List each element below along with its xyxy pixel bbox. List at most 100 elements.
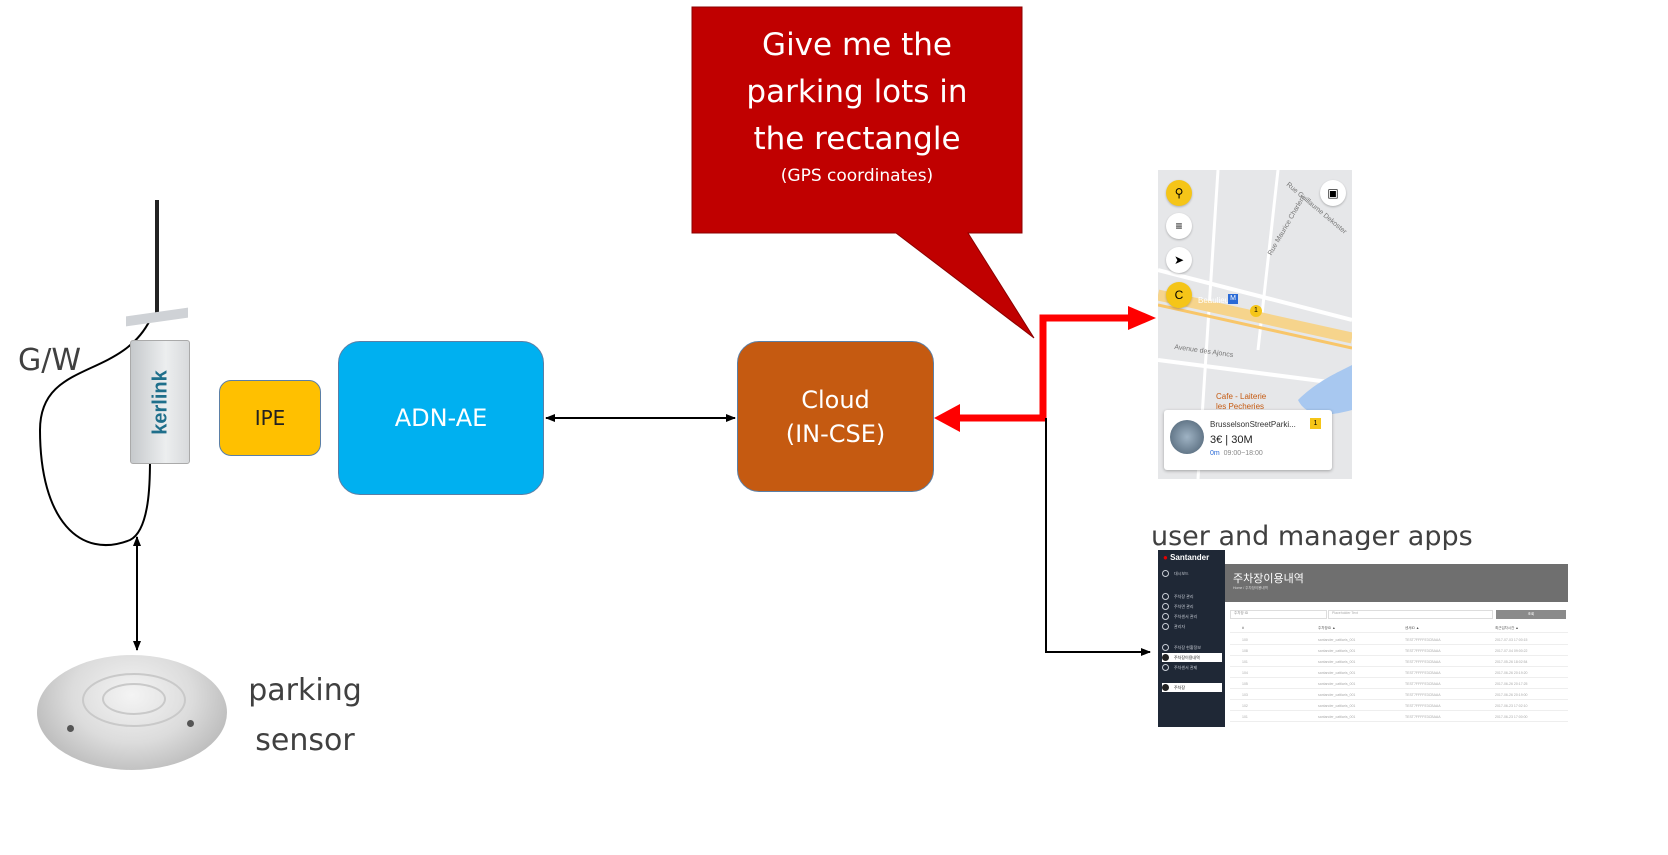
- table-cell: 2017-06-26 20:17:25: [1495, 682, 1528, 686]
- sidebar-item-label: 주차센서 관제: [1174, 664, 1198, 670]
- sidebar-item-label: 관리자: [1174, 623, 1186, 629]
- table-row[interactable]: 108 santander_cattiaris_001 TEST7FFFFE3CBA…: [1230, 647, 1568, 656]
- sidebar-item-9[interactable]: 주차장: [1162, 683, 1222, 692]
- gateway-cable: [38, 319, 151, 546]
- sidebar-item-label: 주차장 관리: [1174, 593, 1194, 599]
- antenna: [155, 200, 159, 320]
- dashboard-title: 주차장이용내역: [1233, 572, 1304, 585]
- dashboard-banner: 주차장이용내역 Home / 주차장이용내역: [1225, 564, 1568, 602]
- circle-icon: [1162, 654, 1169, 661]
- search-button-label: 조회: [1527, 612, 1535, 616]
- filter-select[interactable]: 주차장 ID: [1230, 610, 1327, 619]
- table-cell: 101: [1242, 660, 1248, 664]
- table-cell: 100: [1242, 638, 1248, 642]
- adn-ae-label: ADN-AE: [394, 404, 488, 432]
- kerlink-logo: kerlink: [149, 370, 172, 435]
- sensor-label-line2: sensor: [255, 723, 355, 758]
- parking-card[interactable]: BrusselsonStreetParki... 1 3€ | 30M 0m 0…: [1164, 410, 1332, 470]
- dashboard-arrow: [1045, 418, 1151, 656]
- search-button[interactable]: 조회: [1496, 610, 1566, 619]
- dashboard-breadcrumb: Home / 주차장이용내역: [1233, 586, 1268, 590]
- sidebar-item-label: 대시보드: [1174, 570, 1189, 576]
- request-arrow: [955, 314, 1134, 422]
- column-header[interactable]: 주차장ID ▲: [1318, 626, 1336, 630]
- card-price-line: 3€ | 30M: [1210, 434, 1253, 446]
- navigate-icon[interactable]: ➤: [1166, 247, 1192, 273]
- brand-name: Santander: [1170, 553, 1210, 562]
- table-cell: TEST7FFFFE3CBAAA: [1405, 671, 1441, 675]
- metro-icon: M: [1228, 294, 1238, 304]
- sidebar-item-5[interactable]: 관리자: [1162, 622, 1222, 631]
- adn-ae-box: ADN-AE: [338, 341, 544, 495]
- table-cell: 2017-06-26 20:19:20: [1495, 671, 1528, 675]
- cloud-label-line2: (IN-CSE): [785, 419, 886, 448]
- car-icon[interactable]: ▣: [1320, 180, 1346, 206]
- search-icon[interactable]: ⚲: [1166, 180, 1192, 206]
- filter-input[interactable]: Placeholder Text: [1328, 610, 1493, 619]
- table-cell: 2017-07-03 17:00:15: [1495, 638, 1528, 642]
- card-distance: 0m: [1210, 450, 1220, 457]
- sidebar-item-3[interactable]: 주차면 관리: [1162, 602, 1222, 611]
- marker-badge: 1: [1254, 307, 1258, 314]
- refresh-icon[interactable]: C: [1166, 282, 1192, 308]
- card-price: 3€: [1210, 434, 1223, 446]
- table-cell: TEST7FFFFE3CBAAA: [1405, 682, 1441, 686]
- column-header[interactable]: 최근입차시간 ▲: [1495, 626, 1519, 630]
- street-label-6: les Pecheries: [1216, 402, 1265, 411]
- card-duration: 30M: [1231, 434, 1253, 446]
- sidebar-item-label: 주차센서 관리: [1174, 613, 1198, 619]
- filter-select-value: 주차장 ID: [1234, 611, 1249, 615]
- table-cell: santander_cattiaris_001: [1318, 704, 1356, 708]
- circle-icon: [1162, 644, 1169, 651]
- callout-sub: (GPS coordinates): [780, 166, 934, 186]
- cloud-box: Cloud (IN-CSE): [737, 341, 934, 492]
- table-cell: santander_cattiaris_001: [1318, 671, 1356, 675]
- card-meta: 0m 09:00~18:00: [1210, 450, 1263, 457]
- table-cell: 2017-06-23 17:00:00: [1495, 715, 1528, 719]
- screw-left-icon: [67, 725, 74, 732]
- sidebar-item-2[interactable]: 주차장 관리: [1162, 592, 1222, 601]
- table-header: # 주차장ID ▲ 센서ID ▲ 최근입차시간 ▲: [1230, 624, 1568, 633]
- table-cell: santander_cattiaris_001: [1318, 693, 1356, 697]
- column-header[interactable]: 센서ID ▲: [1405, 626, 1420, 630]
- sensor-ring-inner: [102, 683, 166, 715]
- table-cell: TEST7FFFFE3CBAAA: [1405, 649, 1441, 653]
- sidebar-item-6[interactable]: 주차장 현황정보: [1162, 643, 1222, 652]
- callout-text: Give me the parking lots in the rectangl…: [692, 22, 1022, 189]
- card-hours: 09:00~18:00: [1223, 450, 1263, 457]
- table-cell: 108: [1242, 649, 1248, 653]
- sensor-ring: [82, 673, 186, 727]
- gateway-device: kerlink: [118, 200, 198, 490]
- gateway-label: G/W: [18, 343, 82, 378]
- table-cell: 2017-06-26 20:19:00: [1495, 693, 1528, 697]
- sidebar-item-label: 주차장이용내역: [1174, 654, 1200, 660]
- filter-icon[interactable]: ≡: [1166, 213, 1192, 239]
- sidebar-item-7[interactable]: 주차장이용내역: [1162, 653, 1222, 662]
- table-cell: 101: [1242, 715, 1248, 719]
- sidebar-item-4[interactable]: 주차센서 관리: [1162, 612, 1222, 621]
- table-cell: santander_cattiaris_001: [1318, 715, 1356, 719]
- table-cell: TEST7FFFFE3CBAAA: [1405, 638, 1441, 642]
- user-map-app: ⚲ ≡ ➤ C ▣ Rue Maurice Charlent Rue Guill…: [1158, 170, 1352, 479]
- circle-icon: [1162, 570, 1169, 577]
- table-cell: 2017-06-23 17:02:10: [1495, 704, 1528, 708]
- table-cell: 2017-07-04 09:00:22: [1495, 649, 1528, 653]
- column-header[interactable]: #: [1242, 626, 1244, 630]
- table-cell: santander_cattiaris_001: [1318, 682, 1356, 686]
- table-cell: santander_cattiaris_001: [1318, 660, 1356, 664]
- sidebar-item-8[interactable]: 주차센서 관제: [1162, 663, 1222, 672]
- callout-line-2: parking lots in: [746, 74, 968, 110]
- sidebar-item-1[interactable]: 대시보드: [1162, 569, 1222, 578]
- table-cell: santander_cattiaris_001: [1318, 649, 1356, 653]
- filter-input-placeholder: Placeholder Text: [1332, 611, 1358, 615]
- circle-icon: [1162, 684, 1169, 691]
